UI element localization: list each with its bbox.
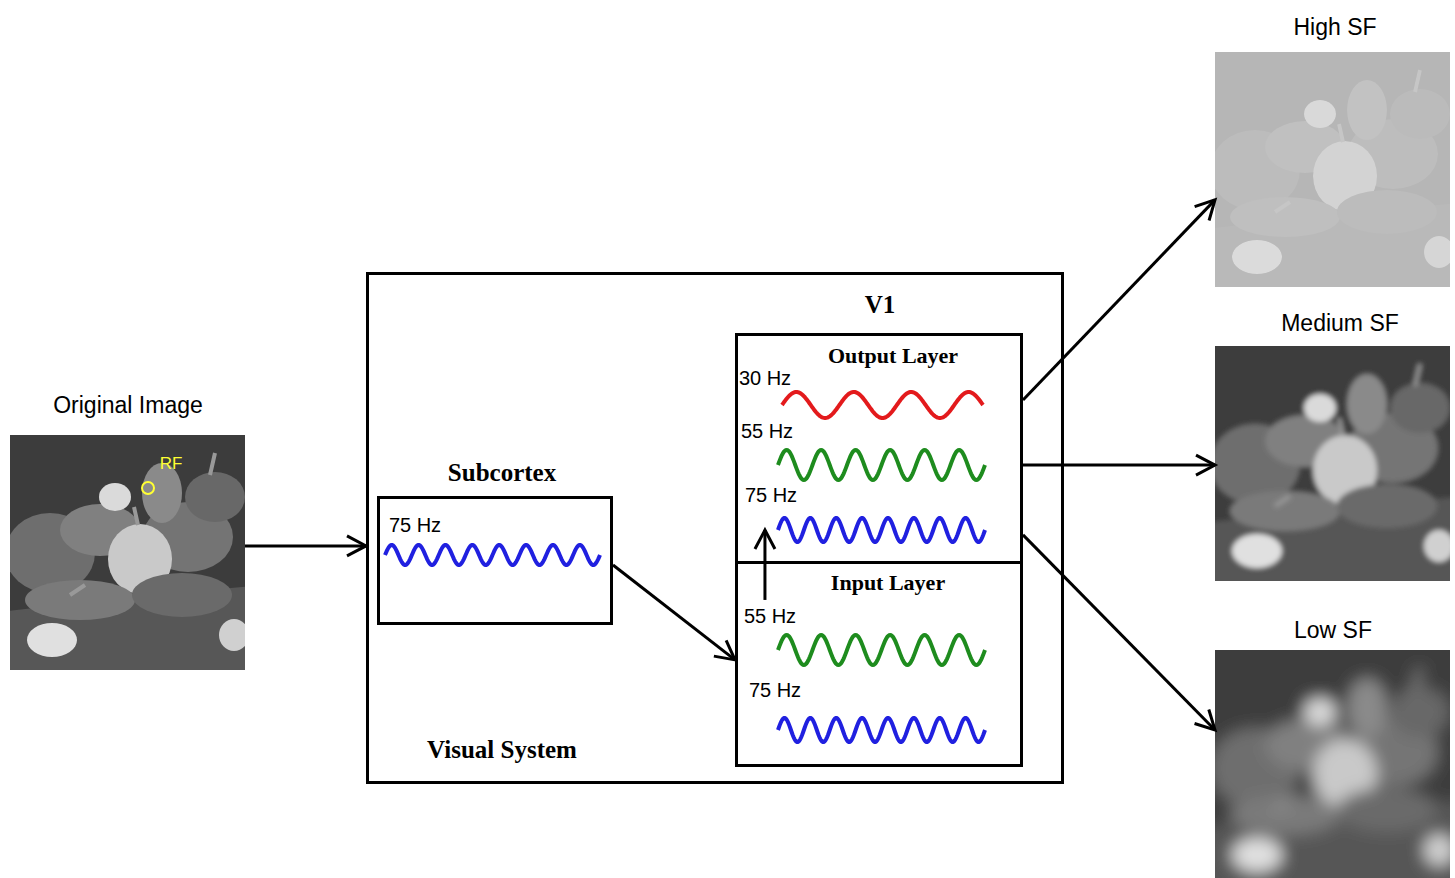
frequency-label: 75 Hz (745, 484, 797, 507)
arrow-connector (1023, 535, 1215, 730)
image-panel: High SF (1215, 52, 1450, 286)
low-sf-photo (1215, 650, 1450, 878)
layer-heading: Input Layer (831, 570, 945, 595)
image-panel: Original ImageRF (10, 435, 245, 670)
image-panel: Medium SF (1215, 346, 1450, 580)
oscillation-waves (385, 392, 985, 742)
system-label: Visual System (427, 736, 577, 765)
oscillation-wave (778, 450, 985, 480)
oscillation-wave (778, 518, 985, 542)
arrow-connector (1023, 200, 1215, 400)
frequency-label: 55 Hz (741, 420, 793, 443)
area-heading: V1 (865, 291, 896, 320)
oscillation-wave (782, 392, 983, 418)
receptive-field-marker (142, 482, 154, 494)
arrow-connector (245, 544, 366, 547)
oscillation-wave (385, 545, 600, 565)
frequency-label: 75 Hz (749, 679, 801, 702)
high-sf-photo (1215, 52, 1450, 287)
panel-heading: Medium SF (1281, 310, 1399, 336)
oscillation-wave (778, 635, 985, 665)
panel-heading: High SF (1293, 14, 1376, 40)
layer-box: Input Layer 55 Hz 75 Hz (735, 561, 1023, 767)
layer-box: Output Layer 30 Hz 55 Hz 75 Hz (735, 333, 1023, 564)
medium-sf-photo (1215, 346, 1450, 581)
frequency-label: 75 Hz (389, 514, 441, 537)
frequency-label: 30 Hz (739, 367, 791, 390)
rf-label: RF (160, 454, 183, 474)
arrow-connector (1023, 463, 1215, 466)
system-box: Visual SystemSubcortex75 HzV1Output Laye… (366, 272, 1064, 784)
process-box: Subcortex75 Hz (377, 496, 613, 625)
area-box: V1Output Layer30 Hz55 Hz75 HzInput Layer… (735, 333, 1023, 767)
panel-heading: Original Image (53, 392, 203, 418)
frequency-label: 55 Hz (744, 605, 796, 628)
box-heading: Subcortex (448, 459, 556, 488)
image-panel: Low SF (1215, 650, 1450, 878)
arrow-connector (613, 565, 735, 660)
panel-heading: Low SF (1294, 617, 1372, 643)
oscillation-wave (778, 718, 985, 742)
original-photo (10, 435, 245, 670)
arrow-connector (763, 530, 766, 600)
layer-heading: Output Layer (828, 343, 958, 368)
